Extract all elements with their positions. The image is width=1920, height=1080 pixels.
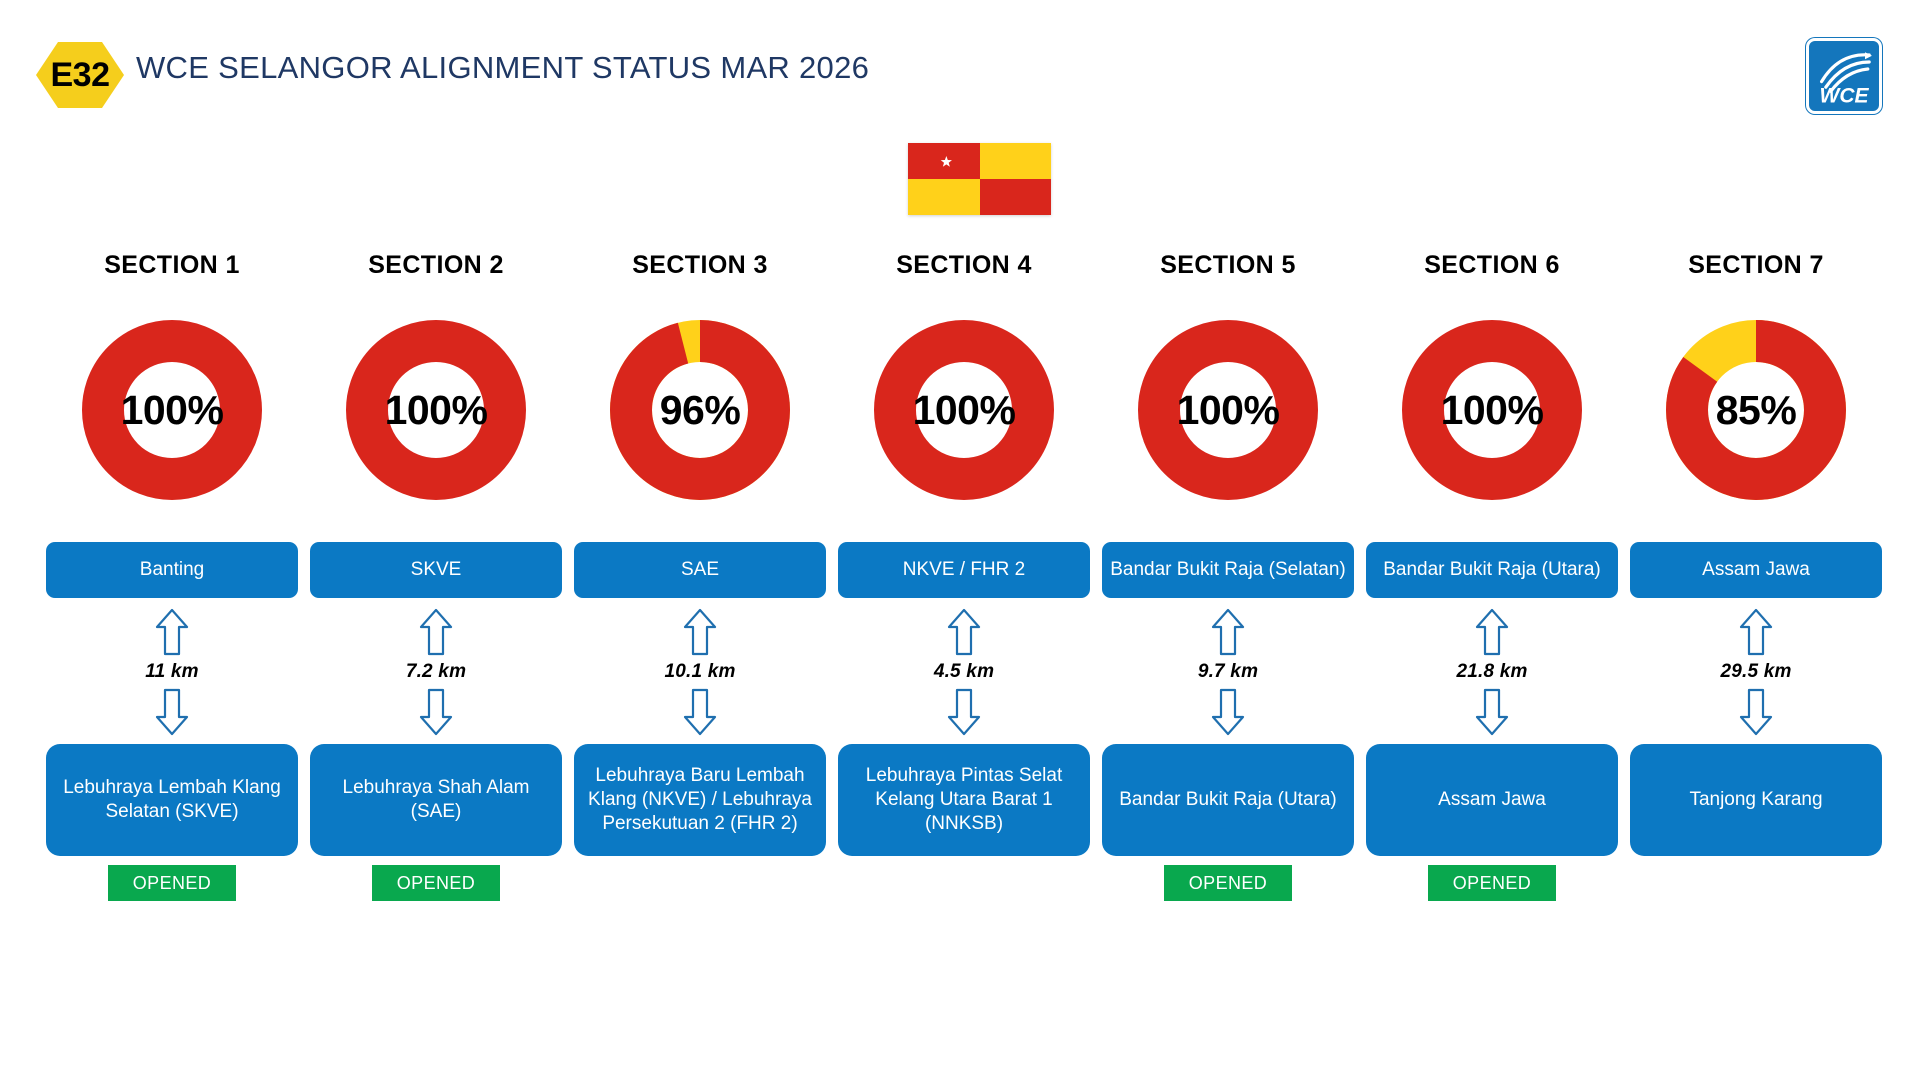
wce-logo: WCE [1806,38,1882,114]
route-shield-icon: E32 [36,42,124,108]
arrow-up-icon [1475,608,1509,656]
destination-node-box[interactable]: Assam Jawa [1366,744,1618,856]
origin-node-box[interactable]: Assam Jawa [1630,542,1882,598]
section-column-7: SECTION 7 85% Assam Jawa 29.5 km Tanjong Kar… [1630,248,1882,901]
progress-percent-label: 100% [912,386,1016,433]
progress-donut-chart: 100% [324,298,548,522]
section-title: SECTION 4 [896,251,1032,279]
arrow-up-icon [419,608,453,656]
distance-label: 21.8 km [1456,661,1528,682]
destination-node-box[interactable]: Bandar Bukit Raja (Utara) [1102,744,1354,856]
section-title: SECTION 2 [368,251,504,279]
destination-node-box[interactable]: Lebuhraya Pintas Selat Kelang Utara Bara… [838,744,1090,856]
destination-node-box[interactable]: Lebuhraya Lembah Klang Selatan (SKVE) [46,744,298,856]
arrow-up-icon [947,608,981,656]
section-column-5: SECTION 5 100% Bandar Bukit Raja (Selatan)… [1102,248,1354,901]
distance-label: 29.5 km [1720,661,1792,682]
section-title: SECTION 7 [1688,251,1824,279]
arrow-down-icon [947,688,981,736]
distance-connector: 29.5 km [1630,608,1882,736]
progress-percent-label: 100% [120,386,224,433]
origin-node-box[interactable]: Banting [46,542,298,598]
origin-node-box[interactable]: Bandar Bukit Raja (Selatan) [1102,542,1354,598]
progress-percent-label: 96% [659,386,741,433]
distance-connector: 7.2 km [310,608,562,736]
progress-donut-chart: 96% [588,298,812,522]
origin-node-box[interactable]: Bandar Bukit Raja (Utara) [1366,542,1618,598]
progress-donut-chart: 100% [60,298,284,522]
origin-node-box[interactable]: NKVE / FHR 2 [838,542,1090,598]
section-title: SECTION 3 [632,251,768,279]
progress-donut-chart: 100% [852,298,1076,522]
sections-grid: SECTION 1 100% Banting 11 km Lebuhraya Lemba… [46,248,1882,901]
section-column-2: SECTION 2 100% SKVE 7.2 km Lebuhraya Shah Al… [310,248,562,901]
section-column-1: SECTION 1 100% Banting 11 km Lebuhraya Lemba… [46,248,298,901]
progress-donut-chart: 100% [1380,298,1604,522]
distance-label: 7.2 km [405,661,467,682]
page-header: E32 WCE SELANGOR ALIGNMENT STATUS MAR 20… [0,22,1920,114]
arrow-down-icon [683,688,717,736]
progress-donut-chart: 100% [1116,298,1340,522]
section-column-6: SECTION 6 100% Bandar Bukit Raja (Utara) 21… [1366,248,1618,901]
destination-node-box[interactable]: Lebuhraya Shah Alam (SAE) [310,744,562,856]
flag-quadrant-top-right [979,143,1051,179]
section-title: SECTION 1 [104,251,240,279]
section-title: SECTION 6 [1424,251,1560,279]
distance-connector: 10.1 km [574,608,826,736]
destination-node-box[interactable]: Lebuhraya Baru Lembah Klang (NKVE) / Leb… [574,744,826,856]
section-column-3: SECTION 3 96% SAE 10.1 km Lebuhraya Baru Lem… [574,248,826,901]
flag-quadrant-crescent-star [908,143,980,179]
arrow-down-icon [419,688,453,736]
arrow-down-icon [155,688,189,736]
page-title: WCE SELANGOR ALIGNMENT STATUS MAR 2026 [136,50,870,85]
progress-percent-label: 100% [384,386,488,433]
arrow-up-icon [1211,608,1245,656]
arrow-up-icon [155,608,189,656]
origin-node-box[interactable]: SAE [574,542,826,598]
status-badge: OPENED [1428,865,1556,901]
distance-connector: 4.5 km [838,608,1090,736]
distance-connector: 21.8 km [1366,608,1618,736]
distance-label: 10.1 km [664,661,736,682]
distance-label: 9.7 km [1197,661,1259,682]
distance-connector: 9.7 km [1102,608,1354,736]
arrow-up-icon [683,608,717,656]
progress-percent-label: 85% [1715,386,1797,433]
arrow-down-icon [1475,688,1509,736]
origin-node-box[interactable]: SKVE [310,542,562,598]
status-badge: OPENED [1164,865,1292,901]
svg-text:WCE: WCE [1820,85,1870,108]
section-title: SECTION 5 [1160,251,1296,279]
arrow-down-icon [1739,688,1773,736]
arrow-down-icon [1211,688,1245,736]
progress-donut-chart: 85% [1644,298,1868,522]
section-column-4: SECTION 4 100% NKVE / FHR 2 4.5 km Lebuhraya… [838,248,1090,901]
flag-quadrant-bottom-left [908,179,980,215]
route-badge-label: E32 [50,56,111,94]
progress-percent-label: 100% [1440,386,1544,433]
status-badge: OPENED [108,865,236,901]
distance-connector: 11 km [46,608,298,736]
distance-label: 4.5 km [933,661,995,682]
distance-label: 11 km [145,661,199,682]
destination-node-box[interactable]: Tanjong Karang [1630,744,1882,856]
selangor-flag-icon [908,143,1051,215]
status-badge: OPENED [372,865,500,901]
progress-percent-label: 100% [1176,386,1280,433]
arrow-up-icon [1739,608,1773,656]
flag-quadrant-bottom-right [979,179,1051,215]
